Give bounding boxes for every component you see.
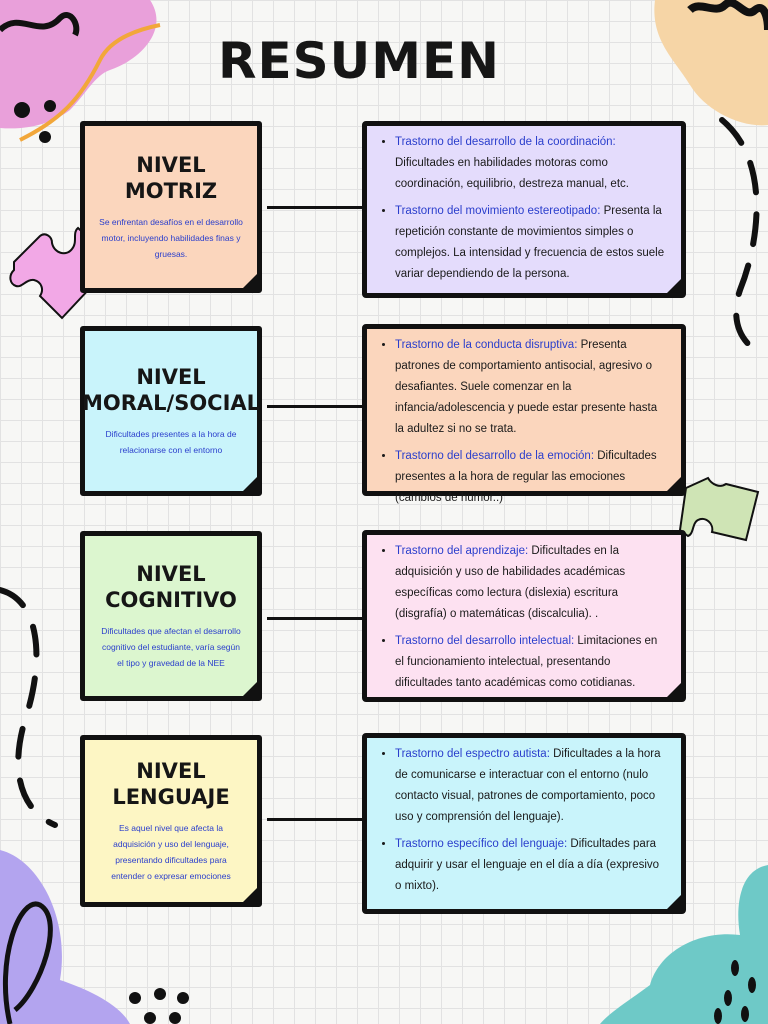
level-box-moral-social: NIVEL MORAL/SOCIAL Dificultades presente… (80, 326, 262, 496)
connector-line (267, 206, 363, 209)
detail-box-lenguaje: Trastorno del espectro autista: Dificult… (362, 733, 686, 914)
disorder-term: Trastorno del desarrollo intelectual: (395, 635, 575, 647)
list-item: Trastorno del aprendizaje: Dificultades … (395, 541, 667, 625)
dot (129, 992, 141, 1004)
dot (741, 1006, 749, 1022)
peach-blob (654, 0, 768, 126)
level-box-cognitivo: NIVEL COGNITIVO Dificultades que afectan… (80, 531, 262, 701)
level-description: Dificultades que afectan el desarrollo c… (101, 626, 241, 668)
dot (177, 992, 189, 1004)
black-zigzag (687, 0, 768, 31)
level-title: NIVEL MORAL/SOCIAL (81, 365, 261, 415)
dot (748, 977, 756, 993)
disorder-term: Trastorno del desarrollo de la emoción: (395, 450, 595, 462)
dot (39, 131, 51, 143)
detail-box-motriz: Trastorno del desarrollo de la coordinac… (362, 121, 686, 298)
level-box-lenguaje: NIVEL LENGUAJE Es aquel nivel que afecta… (80, 735, 262, 907)
dot (731, 960, 739, 976)
disorder-term: Trastorno de la conducta disruptiva: (395, 339, 578, 351)
disorder-text: Presenta la repetición constante de movi… (395, 205, 665, 280)
disorder-text: Presenta patrones de comportamiento anti… (395, 339, 658, 435)
list-item: Trastorno del movimiento estereotipado: … (395, 201, 667, 285)
connector-line (267, 405, 363, 408)
level-box-motriz: NIVEL MOTRIZ Se enfrentan desafíos en el… (80, 121, 262, 293)
orange-swirl (19, 23, 161, 142)
disorder-text: Limitaciones en el funcionamiento intele… (395, 635, 658, 689)
level-description: Es aquel nivel que afecta la adquisición… (111, 823, 231, 881)
disorder-term: Trastorno del aprendizaje: (395, 545, 529, 557)
teal-blob (600, 865, 768, 1024)
detail-list: Trastorno del espectro autista: Dificult… (379, 744, 667, 897)
detail-list: Trastorno del desarrollo de la coordinac… (379, 132, 667, 285)
disorder-text: Dificultades en habilidades motoras como… (395, 157, 629, 190)
level-title: NIVEL LENGUAJE (112, 759, 230, 809)
list-item: Trastorno del desarrollo de la emoción: … (395, 446, 667, 509)
disorder-text: Dificultades presentes a la hora de regu… (395, 450, 657, 504)
dashed-curve (0, 587, 58, 828)
list-item: Trastorno del desarrollo de la coordinac… (395, 132, 667, 195)
level-title: NIVEL COGNITIVO (105, 562, 237, 612)
disorder-term: Trastorno del espectro autista: (395, 748, 550, 760)
green-puzzle-piece (678, 476, 760, 542)
black-squiggle (0, 12, 80, 37)
disorder-term: Trastorno del movimiento estereotipado: (395, 205, 601, 217)
dot (44, 100, 56, 112)
purple-blob (0, 850, 130, 1024)
detail-box-moral-social: Trastorno de la conducta disruptiva: Pre… (362, 324, 686, 504)
disorder-term: Trastorno del desarrollo de la coordinac… (395, 136, 616, 148)
dashed-curve (719, 117, 768, 358)
page-title: RESUMEN (217, 32, 501, 90)
dot (14, 102, 30, 118)
disorder-text: Dificultades a la hora de comunicarse e … (395, 748, 661, 823)
dot (154, 988, 166, 1000)
disorder-term: Trastorno específico del lenguaje: (395, 838, 568, 850)
level-description: Dificultades presentes a la hora de rela… (105, 429, 237, 455)
dot (144, 1012, 156, 1024)
list-item: Trastorno del desarrollo intelectual: Li… (395, 631, 667, 694)
list-item: Trastorno de la conducta disruptiva: Pre… (395, 335, 667, 440)
pink-blob (0, 0, 157, 129)
black-loop (2, 901, 53, 1024)
connector-line (267, 818, 363, 821)
dot (714, 1008, 722, 1024)
detail-list: Trastorno de la conducta disruptiva: Pre… (379, 335, 667, 509)
connector-line (267, 617, 363, 620)
detail-box-cognitivo: Trastorno del aprendizaje: Dificultades … (362, 530, 686, 702)
disorder-text: Dificultades en la adquisición y uso de … (395, 545, 626, 620)
list-item: Trastorno específico del lenguaje: Dific… (395, 834, 667, 897)
level-description: Se enfrentan desafíos en el desarrollo m… (99, 217, 243, 259)
dot (169, 1012, 181, 1024)
disorder-text: Dificultades para adquirir y usar el len… (395, 838, 660, 892)
detail-list: Trastorno del aprendizaje: Dificultades … (379, 541, 667, 694)
list-item: Trastorno del espectro autista: Dificult… (395, 744, 667, 828)
dot (724, 990, 732, 1006)
level-title: NIVEL MOTRIZ (124, 153, 218, 203)
